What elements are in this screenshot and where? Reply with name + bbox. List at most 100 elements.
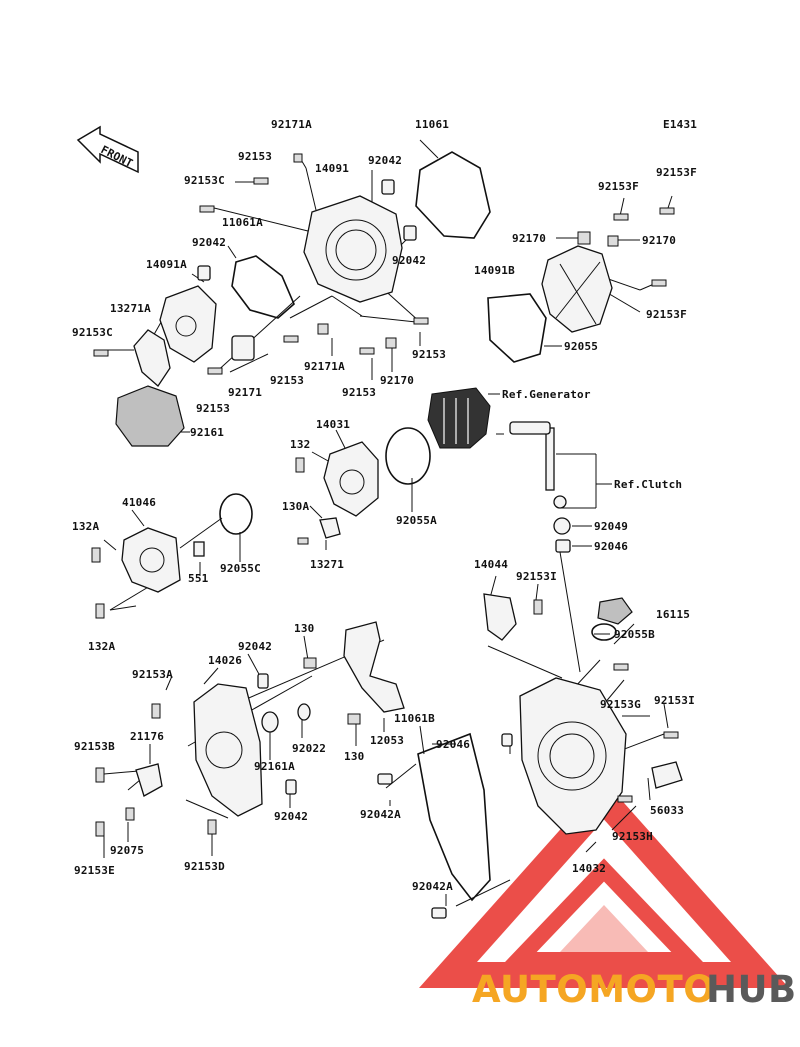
part-label: 92153H	[612, 830, 653, 843]
part-label: 92055A	[396, 514, 437, 527]
part-label: 41046	[122, 496, 156, 509]
part-label: 92042	[274, 810, 308, 823]
part-label: 14091A	[146, 258, 187, 271]
part-label: 92153	[196, 402, 230, 415]
guide-12053	[343, 621, 405, 713]
part-label: 92171	[228, 386, 262, 399]
gasket-11061B	[417, 732, 491, 902]
part-label: 92153G	[600, 698, 641, 711]
watermark-triangle-logo	[418, 780, 790, 988]
part-label: 92046	[594, 540, 628, 553]
part-label: 11061A	[222, 216, 263, 229]
seal-92049	[553, 517, 571, 535]
dowel-92042A-a	[377, 773, 393, 785]
oring-92055B	[591, 623, 617, 641]
part-label: 14091	[315, 162, 349, 175]
watermark: AUTOMOTO HUB	[418, 780, 796, 1011]
part-label: 92153F	[656, 166, 697, 179]
part-label: 92170	[512, 232, 546, 245]
part-shapes	[91, 151, 683, 919]
dowel-92042-a	[381, 179, 395, 195]
part-label: 92153A	[132, 668, 173, 681]
part-label: 92153B	[74, 740, 115, 753]
part-label: 92022	[292, 742, 326, 755]
part-label: 130	[294, 622, 314, 635]
part-label: 14091B	[474, 264, 515, 277]
part-label: 92075	[110, 844, 144, 857]
ref-clutch: Ref.Clutch	[614, 478, 682, 491]
front-direction-arrow: FRONT	[76, 125, 139, 174]
part-label: 92042	[238, 640, 272, 653]
part-label: 92161A	[254, 760, 295, 773]
part-label: 92055	[564, 340, 598, 353]
ref-generator: Ref.Generator	[502, 388, 591, 401]
cap-92161A	[261, 711, 279, 733]
part-label: 14044	[474, 558, 508, 571]
part-label: 92153I	[654, 694, 695, 707]
clutch-rod	[545, 427, 555, 491]
part-label: 92171A	[271, 118, 312, 131]
gasket-92055A	[385, 427, 431, 485]
part-label: 92153	[238, 150, 272, 163]
clip-92171	[231, 335, 255, 361]
part-label: 130A	[282, 500, 309, 513]
cover-14026	[193, 683, 263, 817]
dowel-92042-c	[403, 225, 417, 241]
part-label: 92153C	[72, 326, 113, 339]
part-label: 92170	[642, 234, 676, 247]
gasket-11061A	[231, 255, 295, 319]
part-label: 12053	[370, 734, 404, 747]
part-label: 92153I	[516, 570, 557, 583]
part-label: 92042	[392, 254, 426, 267]
part-label: 21176	[130, 730, 164, 743]
part-label: 92153	[412, 348, 446, 361]
washer-92022	[297, 703, 311, 721]
pin-92046	[555, 539, 571, 553]
part-label: 13271A	[110, 302, 151, 315]
watermark-text-automoto: AUTOMOTO	[472, 968, 715, 1011]
pump-41046	[121, 527, 181, 593]
part-label: 16115	[656, 608, 690, 621]
clutch-lever	[509, 421, 551, 435]
cap-16115	[597, 597, 633, 625]
dowel-92042-b	[197, 265, 211, 281]
part-label: 14032	[572, 862, 606, 875]
cover-14031	[323, 441, 379, 517]
part-label: 92042A	[412, 880, 453, 893]
part-label: 551	[188, 572, 209, 585]
part-label: 92153F	[598, 180, 639, 193]
sensor-21176	[135, 763, 163, 797]
cover-14091B	[541, 245, 613, 333]
part-label: 92153	[342, 386, 376, 399]
part-label: 11061B	[394, 712, 435, 725]
part-label: 14026	[208, 654, 242, 667]
part-label: 92153	[270, 374, 304, 387]
part-label: 14031	[316, 418, 350, 431]
generator	[427, 387, 491, 449]
part-label: 11061	[415, 118, 449, 131]
part-label: 92042	[192, 236, 226, 249]
part-labels: E1431 92171A 11061 92153 14091 92042 921…	[72, 118, 697, 893]
cover-92161	[115, 385, 185, 447]
bolts	[91, 153, 679, 837]
clutch-seal	[553, 495, 567, 509]
part-label: 13271	[310, 558, 344, 571]
part-label: 92055B	[614, 628, 655, 641]
dowel-92042-d	[257, 673, 269, 689]
part-label: 132A	[72, 520, 99, 533]
part-label: 132A	[88, 640, 115, 653]
part-label: 130	[344, 750, 364, 763]
dowel-92042-e	[285, 779, 297, 795]
oring-92055C	[219, 493, 253, 535]
part-label: 56033	[650, 804, 684, 817]
gasket-92055	[487, 293, 547, 363]
diagram-code: E1431	[663, 118, 697, 131]
part-label: 92042A	[360, 808, 401, 821]
bracket-13271	[319, 517, 341, 539]
bracket-13271A	[133, 329, 171, 387]
dowel-92042A-b	[431, 907, 447, 919]
label-56033	[651, 761, 683, 789]
part-label: 92153C	[184, 174, 225, 187]
pin-92046-b	[501, 733, 513, 747]
